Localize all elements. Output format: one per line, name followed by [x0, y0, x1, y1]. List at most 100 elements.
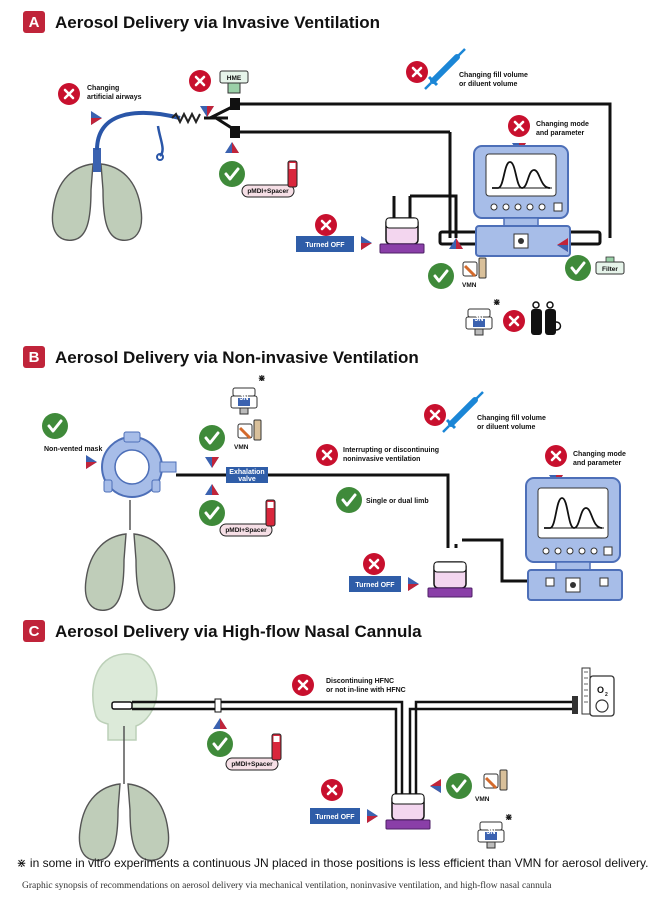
x-badge	[314, 442, 340, 468]
svg-text:Non-vented mask: Non-vented mask	[44, 446, 102, 453]
svg-text:Changing: Changing	[87, 85, 119, 92]
svg-text:pMDI+Spacer: pMDI+Spacer	[225, 527, 267, 534]
svg-text:O: O	[597, 685, 604, 695]
x-badge	[422, 402, 448, 428]
hme-filter: HME	[219, 70, 249, 94]
triangle-marker	[430, 779, 441, 793]
x-badge	[187, 68, 213, 94]
svg-text:valve: valve	[238, 476, 256, 483]
svg-text:VMN: VMN	[462, 282, 477, 289]
check-badge	[40, 411, 70, 441]
panel-letter-badge	[23, 620, 45, 642]
vmn-icon	[461, 256, 488, 280]
panel-letter-badge	[23, 11, 45, 33]
svg-text:artificial airways: artificial airways	[87, 94, 142, 101]
svg-text:Changing mode: Changing mode	[573, 451, 626, 458]
svg-text:⋇: ⋇	[493, 297, 501, 307]
svg-text:Changing mode: Changing mode	[536, 121, 589, 128]
svg-text:JN: JN	[475, 316, 484, 323]
panel-title: Aerosol Delivery via Non-invasive Ventil…	[55, 348, 419, 367]
panel-a: A Aerosol Delivery via Invasive Ventilat…	[23, 11, 625, 336]
svg-text:and parameter: and parameter	[536, 130, 585, 137]
svg-text:Changing fill volume: Changing fill volume	[459, 72, 528, 79]
svg-text:or diluent volume: or diluent volume	[477, 424, 535, 431]
x-badge	[501, 308, 527, 334]
svg-text:HME: HME	[227, 75, 242, 82]
svg-text:Turned OFF: Turned OFF	[305, 242, 345, 249]
svg-text:JN: JN	[487, 829, 496, 836]
nebulizer-line	[392, 194, 458, 238]
corrugated-tube	[171, 111, 201, 125]
airway-tube	[95, 110, 181, 151]
triangle-marker	[361, 236, 372, 250]
check-badge	[444, 771, 474, 801]
panel-c: C Aerosol Delivery via High-flow Nasal C…	[23, 620, 615, 861]
svg-text:pMDI+Spacer: pMDI+Spacer	[231, 761, 273, 768]
svg-text:or not in-line with HFNC: or not in-line with HFNC	[326, 687, 406, 694]
inspiratory-limb	[209, 102, 612, 238]
expiratory-limb	[215, 116, 450, 134]
svg-text:Changing fill volume: Changing fill volume	[477, 415, 546, 422]
x-badge	[290, 672, 316, 698]
x-badge	[543, 443, 569, 469]
triangle-marker	[408, 577, 419, 591]
svg-text:Turned OFF: Turned OFF	[355, 582, 395, 589]
svg-text:and parameter: and parameter	[573, 460, 622, 467]
non-vented-mask-icon	[101, 431, 177, 498]
vmn-icon	[482, 768, 509, 792]
panel-letter: B	[29, 349, 40, 366]
o2-flowmeter-icon: O 2	[572, 667, 615, 717]
panel-letter-badge	[23, 346, 45, 368]
nebulizer-icon	[427, 561, 473, 598]
check-badge	[217, 159, 247, 189]
x-badge	[56, 81, 82, 107]
svg-text:Turned OFF: Turned OFF	[315, 814, 355, 821]
gas-cylinders-icon	[531, 301, 562, 335]
svg-text:VMN: VMN	[475, 796, 490, 803]
pilot-balloon	[156, 153, 164, 161]
check-badge	[563, 253, 593, 283]
svg-text:⋇: ⋇	[505, 812, 513, 822]
svg-text:Interrupting or discontinuing: Interrupting or discontinuing	[343, 447, 439, 454]
triangle-marker	[205, 457, 219, 468]
svg-text:Exhalation: Exhalation	[229, 469, 264, 476]
lungs-icon	[78, 783, 170, 861]
turned-off-label	[349, 576, 401, 592]
exhalation-valve	[226, 467, 268, 483]
panel-b: B Aerosol Delivery via Non-invasive Vent…	[23, 346, 626, 611]
panel-letter: C	[29, 623, 40, 640]
ventilator-monitor	[473, 145, 571, 257]
check-badge	[334, 485, 364, 515]
nasal-cannula	[111, 701, 133, 710]
lungs-icon	[84, 533, 176, 611]
triangle-marker	[213, 718, 227, 729]
hfnc-tubing	[132, 700, 404, 796]
svg-text:Single or dual limb: Single or dual limb	[366, 498, 429, 505]
svg-text:JN: JN	[240, 395, 249, 402]
svg-text:pMDI+Spacer: pMDI+Spacer	[247, 188, 289, 195]
svg-text:noninvasive ventilation: noninvasive ventilation	[343, 456, 420, 463]
x-badge	[404, 59, 430, 85]
ventilator-monitor	[525, 477, 623, 601]
triangle-marker	[91, 111, 102, 125]
panel-title: Aerosol Delivery via High-flow Nasal Can…	[55, 622, 422, 641]
nebulizer-icon	[379, 217, 425, 254]
vmn-icon	[236, 418, 263, 442]
endotracheal-tube	[93, 148, 101, 172]
patient-head-icon	[92, 653, 158, 741]
x-badge	[361, 551, 387, 577]
svg-text:2: 2	[605, 692, 608, 698]
x-badge	[313, 212, 339, 238]
panel-letter: A	[29, 14, 40, 31]
triangle-marker	[367, 809, 378, 823]
triangle-marker	[205, 484, 219, 495]
turned-off-label	[296, 236, 354, 252]
check-badge	[197, 498, 227, 528]
cuff-line	[156, 125, 164, 157]
svg-text:Filter: Filter	[602, 266, 618, 273]
triangle-marker	[200, 106, 214, 117]
filter-icon: Filter	[595, 256, 625, 275]
panel-title: Aerosol Delivery via Invasive Ventilatio…	[55, 13, 380, 32]
check-badge	[197, 423, 227, 453]
